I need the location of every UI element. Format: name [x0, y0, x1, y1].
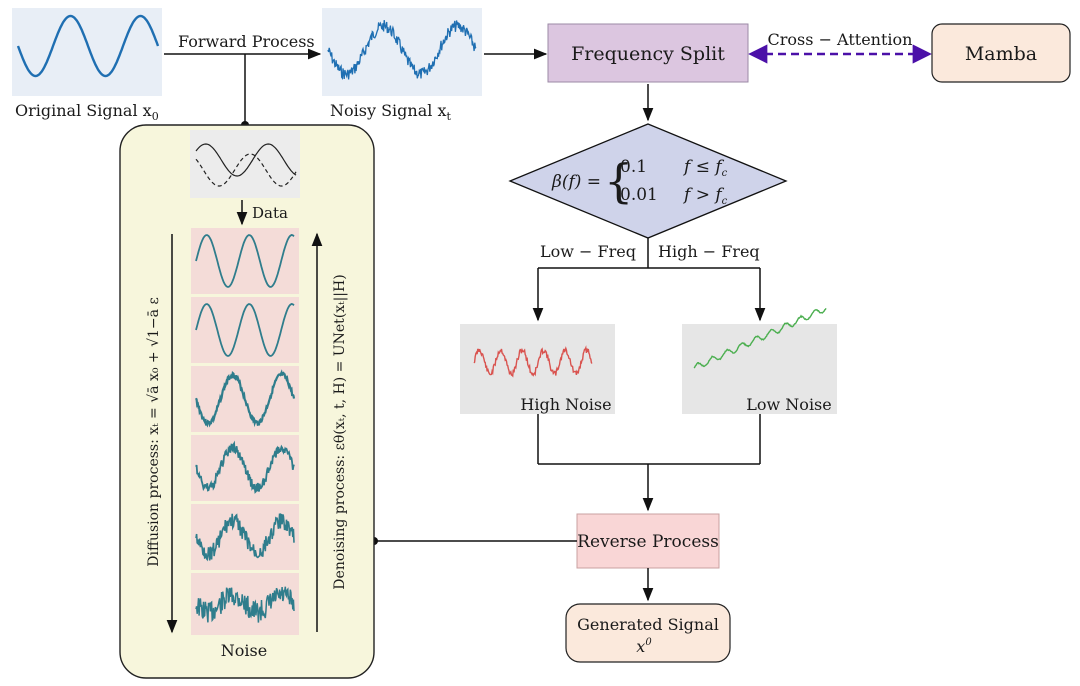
original-signal-panel	[12, 8, 162, 96]
beta-row1-value: 0.1	[620, 157, 647, 177]
beta-brace: {	[604, 154, 633, 208]
generated-signal-symbol: x0	[636, 637, 652, 656]
beta-row1-condition: f ≤ fc	[682, 157, 728, 179]
beta-row2-condition: f > fc	[682, 185, 728, 207]
generated-signal-box	[565, 603, 731, 663]
high-noise-panel	[460, 324, 615, 414]
data-dashed-wave	[195, 153, 297, 187]
original-signal-wave	[16, 14, 160, 78]
denoising-process-label: Denoising process: εθ(xₜ, t, H) = UNet(x…	[332, 274, 348, 589]
stack-frame-2	[191, 297, 299, 363]
low-noise-label: Low Noise	[746, 395, 831, 414]
low-freq-label: Low − Freq	[540, 242, 636, 261]
stack-wave-3	[195, 369, 296, 428]
stack-frame-1	[191, 228, 299, 294]
high-noise-wave	[473, 345, 593, 378]
mamba-label: Mamba	[965, 43, 1037, 65]
data-label: Data	[252, 204, 288, 222]
frequency-split-box	[547, 23, 749, 83]
high-freq-label: High − Freq	[658, 242, 760, 261]
noise-label: Noise	[221, 641, 267, 660]
low-noise-panel	[682, 324, 837, 414]
data-thumbnail	[190, 130, 300, 198]
stack-wave-1	[195, 234, 295, 288]
original-signal-label: Original Signal x0	[15, 101, 159, 123]
low-noise-wave	[693, 307, 827, 369]
noisy-signal-label: Noisy Signal xt	[330, 101, 451, 123]
generated-signal-label: Generated Signal	[577, 615, 719, 634]
high-noise-label: High Noise	[520, 395, 611, 414]
mamba-box	[931, 23, 1071, 83]
reverse-process-box	[576, 513, 720, 569]
reverse-process-label: Reverse Process	[577, 532, 719, 552]
beta-lhs: β(f) =	[551, 172, 601, 192]
cross-attention-label: Cross − Attention	[768, 30, 913, 49]
noisy-signal-wave	[327, 20, 477, 80]
stack-wave-6	[195, 586, 295, 623]
wave-stack	[191, 228, 299, 635]
diffusion-process-label: Diffusion process: xₜ = √ā x₀ + √1−ā ε	[146, 297, 162, 566]
stack-wave-5	[195, 513, 295, 562]
beta-row2-value: 0.01	[620, 185, 658, 205]
stack-wave-2	[195, 303, 295, 357]
stack-wave-4	[195, 440, 295, 494]
data-solid-wave	[195, 143, 297, 177]
frequency-split-label: Frequency Split	[571, 43, 725, 65]
forward-process-label: Forward Process	[178, 32, 315, 51]
